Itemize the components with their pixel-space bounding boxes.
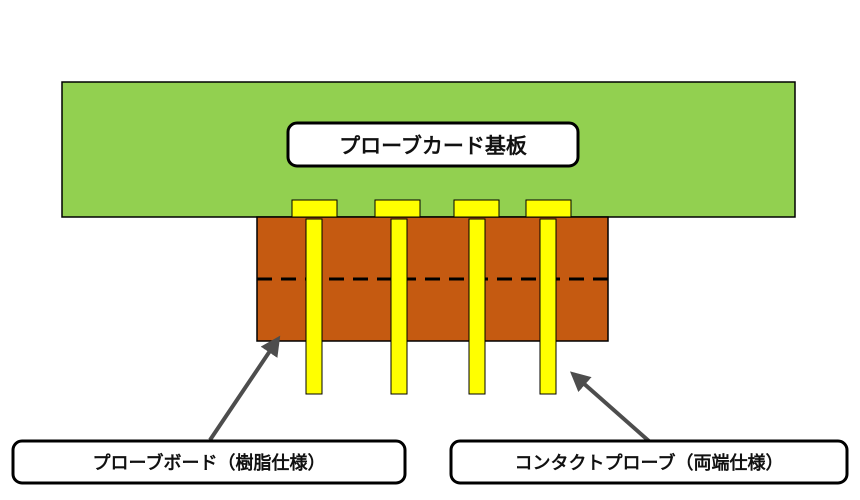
contact-probe-3 bbox=[468, 218, 486, 395]
contact-pad-4 bbox=[525, 199, 572, 218]
contact-pad-2 bbox=[374, 199, 421, 218]
probe-board-label-box bbox=[11, 439, 407, 485]
contact-probe-1 bbox=[305, 218, 323, 395]
substrate-label-text: プローブカード基板 bbox=[339, 134, 528, 158]
contact-probe-4 bbox=[539, 218, 557, 395]
arrow-to-probe-board bbox=[208, 335, 281, 442]
arrow-to-contact-probe bbox=[570, 371, 652, 444]
contact-pad-1 bbox=[291, 199, 338, 218]
contact-probe-label-text: コンタクトプローブ（両端仕様） bbox=[515, 452, 784, 474]
substrate-label: プローブカード基板 bbox=[286, 121, 580, 168]
substrate-label-box bbox=[286, 121, 580, 168]
contact-pad-3 bbox=[453, 199, 500, 218]
contact-probe-2 bbox=[390, 218, 408, 395]
contact-probe-label: コンタクトプローブ（両端仕様） bbox=[449, 439, 849, 485]
contact-probe-label-box bbox=[449, 439, 849, 485]
probe-board-label: プローブボード（樹脂仕様） bbox=[11, 439, 407, 485]
probe-board-label-text: プローブボード（樹脂仕様） bbox=[93, 452, 326, 474]
